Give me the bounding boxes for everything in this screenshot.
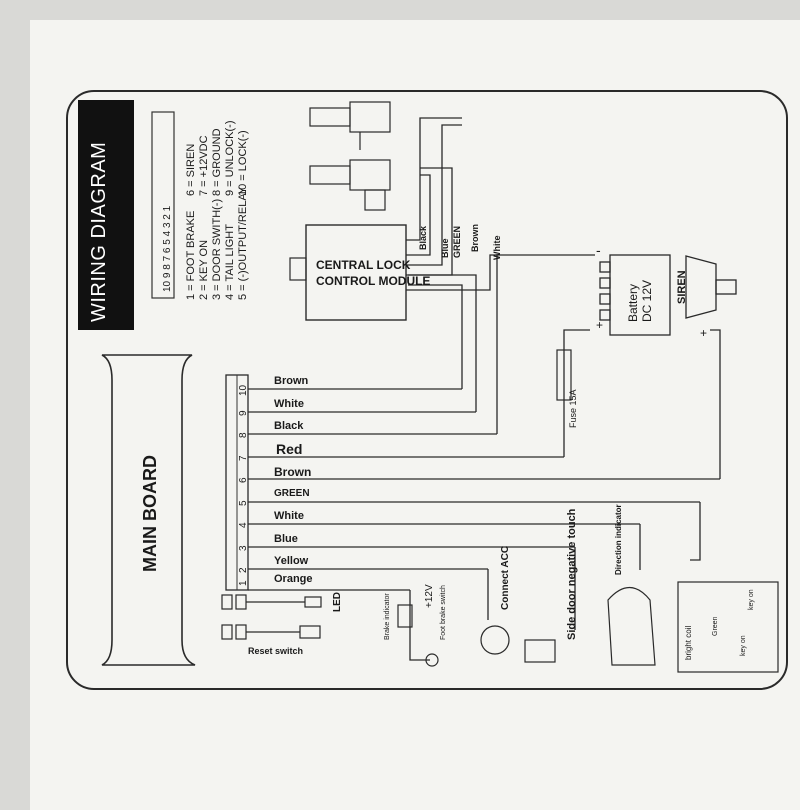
- central-lock-label: CENTRAL LOCK: [316, 258, 411, 272]
- module-wire-label: Blue: [440, 238, 450, 258]
- brake-indicator-label: Brake indicator: [384, 593, 391, 640]
- relay-key-on-2: key on: [748, 589, 755, 610]
- legend-item: 10 = LOCK(-): [237, 130, 249, 196]
- module-wire-label: Brown: [470, 224, 480, 252]
- pin-wire-label: Blue: [274, 533, 298, 545]
- pin-number: 4: [238, 522, 249, 528]
- battery-label: Battery: [626, 283, 640, 322]
- side-door-label: Side door negative touch: [566, 508, 578, 640]
- pin-wire-label: Brown: [274, 465, 312, 479]
- plus12v-label: +12V: [424, 584, 435, 608]
- legend-item: 1 = FOOT BRAKE: [185, 210, 197, 300]
- reset-switch-label: Reset switch: [248, 646, 304, 656]
- legend-item: 9 = UNLOCK(-): [224, 120, 236, 197]
- central-lock-box: [305, 224, 407, 321]
- pin-wire-label: White: [274, 510, 304, 522]
- main-board-label: MAIN BOARD: [140, 455, 160, 572]
- battery-voltage: DC 12V: [640, 279, 654, 322]
- pin-number: 8: [238, 432, 249, 438]
- pin-number: 1: [238, 580, 249, 586]
- battery-negative: -: [596, 242, 601, 258]
- pin-wire-label: Red: [276, 441, 303, 457]
- pin-wire-label: Orange: [274, 573, 313, 585]
- legend-item: 4 = TAIL LIGHT: [224, 224, 236, 300]
- led-label: LED: [332, 592, 343, 612]
- connect-acc-label: Connect ACC: [500, 545, 511, 610]
- battery-symbol: [599, 254, 671, 336]
- direction-indicator-label: Direction indicator: [614, 504, 623, 575]
- module-wire-label: Black: [418, 225, 428, 250]
- main-board-outline: [101, 354, 196, 666]
- legend-item: 2 = KEY ON: [198, 239, 210, 300]
- pin-number: 9: [238, 410, 249, 416]
- pin-number: 10: [238, 384, 249, 396]
- pin-wire-label: Black: [274, 420, 304, 432]
- actuator-wires: [406, 117, 595, 291]
- lower-components: [397, 581, 779, 673]
- siren-symbol: [685, 255, 737, 319]
- actuator-2: [309, 159, 391, 211]
- legend-connector: [151, 111, 175, 299]
- central-lock-label: CONTROL MODULE: [316, 274, 431, 288]
- title-box: [78, 100, 134, 330]
- pin-number: 6: [238, 477, 249, 483]
- actuator-1: [309, 101, 391, 150]
- legend-connector-numbers: 10 9 8 7 6 5 4 3 2 1: [162, 205, 173, 292]
- pin-wire-label: GREEN: [274, 488, 310, 499]
- battery-positive: +: [596, 318, 604, 332]
- pin-wire-label: Yellow: [274, 555, 309, 567]
- led-and-reset: [221, 594, 322, 640]
- relay-green: Green: [712, 616, 719, 636]
- pin-wire-label: White: [274, 398, 304, 410]
- legend-item: 7 = +12VDC: [198, 135, 210, 196]
- legend-item: 3 = DOOR SWITH(-): [211, 198, 223, 300]
- relay-bright-coil: bright coil: [684, 625, 693, 660]
- relay-key-on: key on: [740, 635, 747, 656]
- pin-number: 3: [238, 545, 249, 551]
- siren-label: SIREN: [676, 270, 688, 304]
- page-title: WIRING DIAGRAM: [88, 141, 110, 322]
- fuse-label: Fuse 15A: [568, 389, 578, 428]
- module-wire-label: White: [492, 235, 502, 261]
- module-wire-label: GREEN: [452, 225, 462, 258]
- diagram-frame: [66, 90, 788, 690]
- paper-sheet: [30, 20, 800, 810]
- pin-number: 2: [238, 567, 249, 573]
- pin-number: 5: [238, 500, 249, 506]
- foot-brake-switch-label: Foot brake switch: [440, 585, 447, 640]
- pin-number: 7: [238, 455, 249, 461]
- pin-wire-label: Brown: [274, 375, 309, 387]
- legend-item: 5 = (-)OUTPUT/RELAY: [237, 186, 249, 300]
- legend-item: 8 = GROUND: [211, 128, 223, 196]
- pin-wires: [248, 388, 720, 591]
- fuse-symbol: [556, 349, 572, 401]
- siren-positive: +: [700, 326, 708, 340]
- legend-item: 6 = SIREN: [185, 143, 197, 196]
